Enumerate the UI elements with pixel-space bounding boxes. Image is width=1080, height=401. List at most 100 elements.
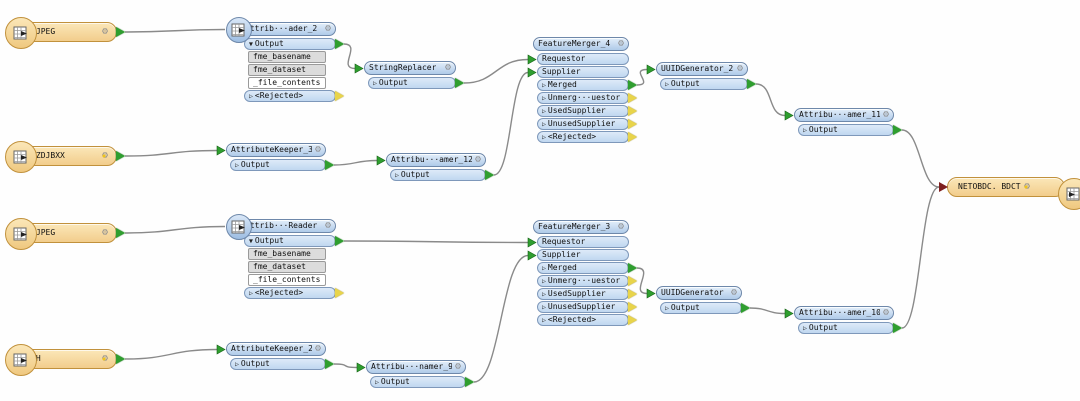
attrib_renamer_10-row-output[interactable]: ▷Output [798, 322, 902, 334]
netobdc_writer-pill[interactable]: NETOBDC. BDCTP⚙ [939, 177, 1080, 210]
feature_merger_3-header[interactable]: FeatureMerger_3⚙ [533, 220, 629, 234]
gear-icon[interactable]: ⚙ [617, 221, 624, 232]
attrib_renamer_12-row-output[interactable]: ▷Output [390, 169, 494, 181]
uuid_generator-output-output-port[interactable] [741, 303, 750, 313]
feature_merger_3-row-supplier[interactable]: Supplier [537, 249, 629, 261]
gear-icon[interactable]: ⚙ [617, 38, 624, 49]
string_replacer-output-output-port[interactable] [455, 78, 464, 88]
jpeg_reader_mid-output-port[interactable] [116, 228, 125, 238]
attrib_reader-output-output-port[interactable] [335, 236, 344, 246]
gear-icon[interactable]: ⚙ [324, 23, 331, 34]
feature_merger_3-row-merged[interactable]: ▷Merged [537, 262, 637, 274]
attrib_reader_2-output-output-port[interactable] [335, 39, 344, 49]
attrib_renamer_12-output-output-port[interactable] [485, 170, 494, 180]
attrib_renamer_11-row-output[interactable]: ▷Output [798, 124, 902, 136]
uuid_generator_2-row-output[interactable]: ▷Output [660, 78, 756, 90]
uuid_generator-row-output[interactable]: ▷Output [660, 302, 750, 314]
gear-icon[interactable]: ⚙ [444, 62, 451, 73]
feature_merger_4-row-merged[interactable]: ▷Merged [537, 79, 637, 91]
attrib_reader-rejected-output-port[interactable] [335, 288, 344, 298]
attribute_keeper_3-output-output-port[interactable] [325, 160, 334, 170]
attrib_renamer_9-output-output-port[interactable] [465, 377, 474, 387]
uuid_generator-input-port[interactable] [655, 293, 656, 294]
feature_merger_3-row-requestor[interactable]: Requestor [537, 236, 629, 248]
zdjbxx_reader-output-port[interactable] [116, 151, 125, 161]
feature_merger_3-rejected-output-port[interactable] [628, 315, 637, 325]
gear-icon[interactable]: ⚙ [474, 154, 481, 165]
uuid_generator_2-output-output-port[interactable] [747, 79, 756, 89]
feature_merger_4-row-unused_supplier[interactable]: ▷UnusedSupplier [537, 118, 637, 130]
attrib_renamer_11-input-port[interactable] [793, 115, 794, 116]
attrib_renamer_10-input-port[interactable] [793, 313, 794, 314]
feature_merger_4-header[interactable]: FeatureMerger_4⚙ [533, 37, 629, 51]
attrib_reader_2-header[interactable]: Attrib···ader_2⚙ [240, 22, 336, 36]
gear-icon[interactable]: ⚙ [101, 26, 108, 37]
feature_merger_3-used_supplier-output-port[interactable] [628, 289, 637, 299]
feature_merger_3-row-unmerged_requestor[interactable]: ▷Unmerg···uestor [537, 275, 637, 287]
gear-icon[interactable]: ⚙ [454, 361, 461, 372]
gear-icon[interactable]: ⚙ [736, 63, 743, 74]
feature_merger_3-row-used_supplier[interactable]: ▷UsedSupplier [537, 288, 637, 300]
attribute_keeper_2-input-port[interactable] [225, 349, 226, 350]
uuid_generator_2-input-port[interactable] [655, 69, 656, 70]
feature_merger_4-row-used_supplier[interactable]: ▷UsedSupplier [537, 105, 637, 117]
attribute_keeper_3-row-output[interactable]: ▷Output [230, 159, 334, 171]
uuid_generator_2-header[interactable]: UUIDGenerator_2⚙ [656, 62, 748, 76]
attrib_reader_2-row-rejected[interactable]: ▷<Rejected> [244, 90, 344, 102]
feature_merger_3-unmerged_requestor-output-port[interactable] [628, 276, 637, 286]
feature_merger_4-unused_supplier-output-port[interactable] [628, 119, 637, 129]
attribute_keeper_2-header[interactable]: AttributeKeeper_2⚙ [226, 342, 326, 356]
attrib_renamer_10-header[interactable]: Attribu···amer_10⚙ [794, 306, 894, 320]
attrib_reader-row-output[interactable]: ▼Output [244, 235, 344, 247]
attribute_keeper_3-input-port[interactable] [225, 150, 226, 151]
gear-icon[interactable]: ⚙ [99, 354, 108, 364]
gear-icon[interactable]: ⚙ [324, 220, 331, 231]
string_replacer-row-output[interactable]: ▷Output [368, 77, 464, 89]
attrib_renamer_11-header[interactable]: Attribu···amer_11⚙ [794, 108, 894, 122]
attrib_renamer_9-input-port[interactable] [365, 367, 366, 368]
attrib_reader_2-rejected-output-port[interactable] [335, 91, 344, 101]
feature_merger_4-supplier-input-port[interactable] [536, 72, 537, 73]
gear-icon[interactable]: ⚙ [314, 144, 321, 155]
attribute_keeper_2-output-output-port[interactable] [325, 359, 334, 369]
feature_merger_4-row-supplier[interactable]: Supplier [537, 66, 629, 78]
jpeg_reader_top-pill[interactable]: ▷JPEG⚙ [19, 22, 125, 42]
gear-icon[interactable]: ⚙ [882, 307, 889, 318]
attrib_renamer_10-output-output-port[interactable] [893, 323, 902, 333]
uuid_generator-header[interactable]: UUIDGenerator⚙ [656, 286, 742, 300]
gear-icon[interactable]: ⚙ [730, 287, 737, 298]
feature_merger_3-merged-output-port[interactable] [628, 263, 637, 273]
feature_merger_3-unused_supplier-output-port[interactable] [628, 302, 637, 312]
feature_merger_4-rejected-output-port[interactable] [628, 132, 637, 142]
feature_merger_4-unmerged_requestor-output-port[interactable] [628, 93, 637, 103]
feature_merger_4-input-port[interactable] [532, 44, 533, 45]
attribute_keeper_3-header[interactable]: AttributeKeeper_3⚙ [226, 143, 326, 157]
attrib_reader_2-row-output[interactable]: ▼Output [244, 38, 344, 50]
string_replacer-input-port[interactable] [363, 68, 364, 69]
attribute_keeper_2-row-output[interactable]: ▷Output [230, 358, 334, 370]
h_reader-output-port[interactable] [116, 354, 125, 364]
gear-icon[interactable]: ⚙ [1021, 182, 1030, 192]
attrib_renamer_12-input-port[interactable] [385, 160, 386, 161]
feature_merger_3-input-port[interactable] [532, 227, 533, 228]
feature_merger_3-requestor-input-port[interactable] [536, 242, 537, 243]
feature_merger_4-row-unmerged_requestor[interactable]: ▷Unmerg···uestor [537, 92, 637, 104]
attrib_renamer_9-header[interactable]: Attribu···namer_9⚙ [366, 360, 466, 374]
feature_merger_4-requestor-input-port[interactable] [536, 59, 537, 60]
attrib_reader-row-rejected[interactable]: ▷<Rejected> [244, 287, 344, 299]
feature_merger_3-row-rejected[interactable]: ▷<Rejected> [537, 314, 637, 326]
netobdc_writer-input-port[interactable] [939, 182, 948, 192]
feature_merger_3-row-unused_supplier[interactable]: ▷UnusedSupplier [537, 301, 637, 313]
feature_merger_4-row-rejected[interactable]: ▷<Rejected> [537, 131, 637, 143]
gear-icon[interactable]: ⚙ [101, 227, 108, 238]
jpeg_reader_top-output-port[interactable] [116, 27, 125, 37]
gear-icon[interactable]: ⚙ [99, 151, 108, 161]
string_replacer-header[interactable]: StringReplacer⚙ [364, 61, 456, 75]
attrib_renamer_12-header[interactable]: Attribu···amer_12⚙ [386, 153, 486, 167]
feature_merger_4-merged-output-port[interactable] [628, 80, 637, 90]
attrib_reader-header[interactable]: Attrib···Reader⚙ [240, 219, 336, 233]
feature_merger_4-row-requestor[interactable]: Requestor [537, 53, 629, 65]
attrib_renamer_11-output-output-port[interactable] [893, 125, 902, 135]
feature_merger_3-supplier-input-port[interactable] [536, 255, 537, 256]
